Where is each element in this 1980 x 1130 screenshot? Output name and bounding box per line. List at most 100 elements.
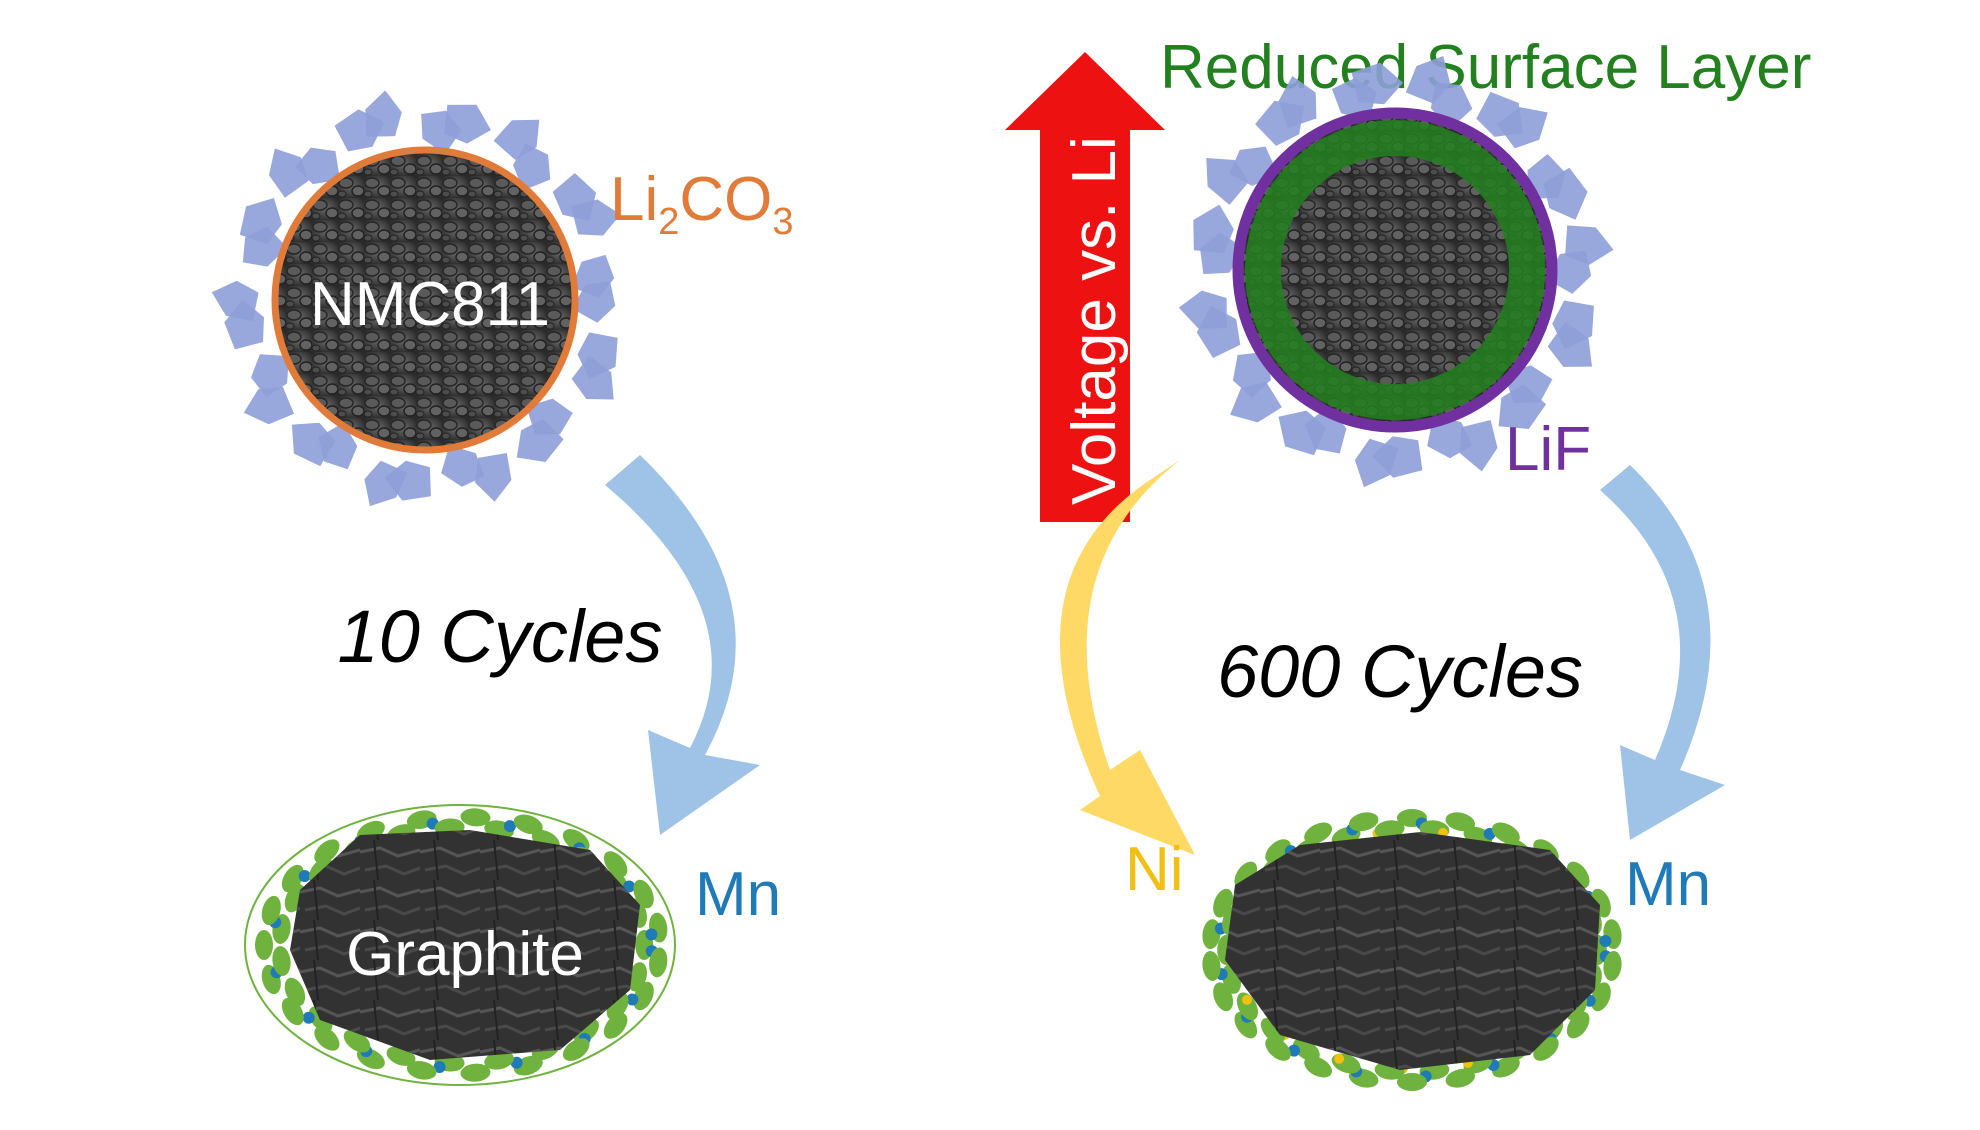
voltage-arrow: Voltage vs. Li bbox=[1005, 52, 1165, 522]
sei-particle bbox=[1566, 1011, 1590, 1039]
crystal bbox=[475, 453, 512, 502]
graphite-cycled-core bbox=[1225, 832, 1600, 1070]
ni-dot bbox=[1334, 1053, 1345, 1064]
sei-particle bbox=[460, 1063, 491, 1082]
crystal bbox=[251, 354, 289, 398]
crystal bbox=[1498, 384, 1547, 429]
crystal bbox=[365, 90, 402, 137]
sei-particle bbox=[513, 814, 543, 835]
sei-particle bbox=[284, 977, 306, 1007]
graphite-sem-core bbox=[290, 830, 640, 1060]
crystal bbox=[516, 418, 564, 462]
ni-label: Ni bbox=[1125, 835, 1184, 904]
sei-particle bbox=[633, 981, 654, 1011]
crystal bbox=[1546, 250, 1592, 294]
mn-dot bbox=[1599, 935, 1612, 947]
nmc811-label: NMC811 bbox=[310, 270, 550, 339]
sei-particle bbox=[1491, 1056, 1520, 1078]
mn-dot bbox=[503, 820, 516, 833]
sei-particle bbox=[1445, 812, 1476, 832]
crystal bbox=[1547, 321, 1592, 367]
crystal bbox=[1351, 62, 1403, 105]
sei-particle bbox=[1213, 888, 1234, 918]
sei-particle bbox=[261, 895, 281, 926]
graphite-particle-right bbox=[1202, 809, 1622, 1091]
crystal bbox=[1232, 351, 1271, 398]
sei-particle bbox=[1445, 1068, 1476, 1088]
crystal bbox=[1278, 76, 1317, 129]
sei-particle bbox=[649, 947, 668, 978]
crystal bbox=[269, 148, 309, 198]
nmc811-sem-core bbox=[275, 150, 575, 450]
mn-label-right: Mn bbox=[1625, 850, 1711, 919]
sei-particle bbox=[314, 1026, 340, 1051]
sei-particle bbox=[1491, 822, 1520, 844]
sei-particle bbox=[255, 930, 273, 960]
mn-label-left: Mn bbox=[695, 860, 781, 929]
sei-particle bbox=[1590, 982, 1611, 1012]
mn-dot bbox=[302, 1011, 315, 1024]
crystal bbox=[571, 254, 615, 298]
mn-dot bbox=[433, 1061, 446, 1073]
crystal bbox=[444, 104, 491, 144]
mn-dot bbox=[623, 880, 636, 893]
crystal bbox=[1230, 381, 1282, 423]
sei-particle bbox=[1397, 1073, 1427, 1091]
sei-particle bbox=[1202, 950, 1221, 981]
crystal bbox=[239, 198, 282, 245]
sei-particle bbox=[314, 839, 340, 864]
lif-label: LiF bbox=[1505, 415, 1591, 484]
crystal bbox=[295, 147, 340, 185]
sei-particle bbox=[562, 1038, 590, 1061]
sei-particle bbox=[1304, 822, 1333, 844]
sei-particle bbox=[1603, 950, 1622, 981]
crystal bbox=[571, 355, 614, 400]
yellow-arrow-ni bbox=[1060, 460, 1195, 855]
sei-particle bbox=[603, 851, 628, 878]
crystal bbox=[1427, 416, 1473, 459]
li2co3-ring bbox=[271, 146, 579, 454]
blue-arrow-right bbox=[1600, 465, 1725, 840]
crystal bbox=[291, 422, 336, 467]
crystal bbox=[1459, 420, 1498, 472]
reduced-surface-ring bbox=[1245, 120, 1545, 420]
sei-particle bbox=[460, 808, 491, 827]
crystal bbox=[513, 143, 551, 191]
sei-particle bbox=[272, 946, 291, 976]
li2co3-crystals bbox=[211, 90, 621, 507]
sei-particle bbox=[603, 1012, 628, 1039]
li2co3-label: Li2CO3 bbox=[610, 165, 794, 243]
crystal bbox=[1278, 410, 1327, 456]
sei-particle bbox=[1374, 820, 1405, 839]
crystal bbox=[441, 445, 485, 487]
nmc811-cycled-core bbox=[1240, 115, 1550, 425]
crystal bbox=[1543, 167, 1588, 220]
voltage-label: Voltage vs. Li bbox=[1060, 136, 1129, 505]
lif-ring bbox=[1232, 107, 1558, 433]
mn-dot bbox=[645, 928, 658, 941]
crystal bbox=[1565, 225, 1614, 265]
crystal bbox=[571, 199, 621, 236]
graphite-particle-left: Graphite bbox=[244, 804, 676, 1086]
sei-particle bbox=[406, 1060, 437, 1080]
sei-particle bbox=[1265, 1036, 1291, 1061]
reduced-surface-layer-label: Reduced Surface Layer bbox=[1160, 33, 1811, 102]
cycles-600-label: 600 Cycles bbox=[1217, 630, 1583, 713]
crystal bbox=[364, 460, 408, 507]
mn-dot bbox=[1288, 1044, 1300, 1057]
nmc811-particle: NMC811 bbox=[211, 90, 621, 507]
ni-dot bbox=[1242, 994, 1252, 1005]
crystal bbox=[572, 281, 616, 323]
sei-particle bbox=[1348, 812, 1379, 832]
crystal bbox=[1496, 107, 1548, 149]
crystal bbox=[1178, 290, 1227, 329]
cycles-10-label: 10 Cycles bbox=[338, 595, 663, 678]
nmc811-cycled-particle bbox=[1178, 56, 1614, 488]
crystal bbox=[1193, 204, 1234, 254]
mn-dot bbox=[626, 993, 639, 1006]
li2co3-crystals-cycled bbox=[1178, 56, 1614, 488]
crystal bbox=[1354, 438, 1399, 488]
sei-particle bbox=[281, 864, 304, 893]
